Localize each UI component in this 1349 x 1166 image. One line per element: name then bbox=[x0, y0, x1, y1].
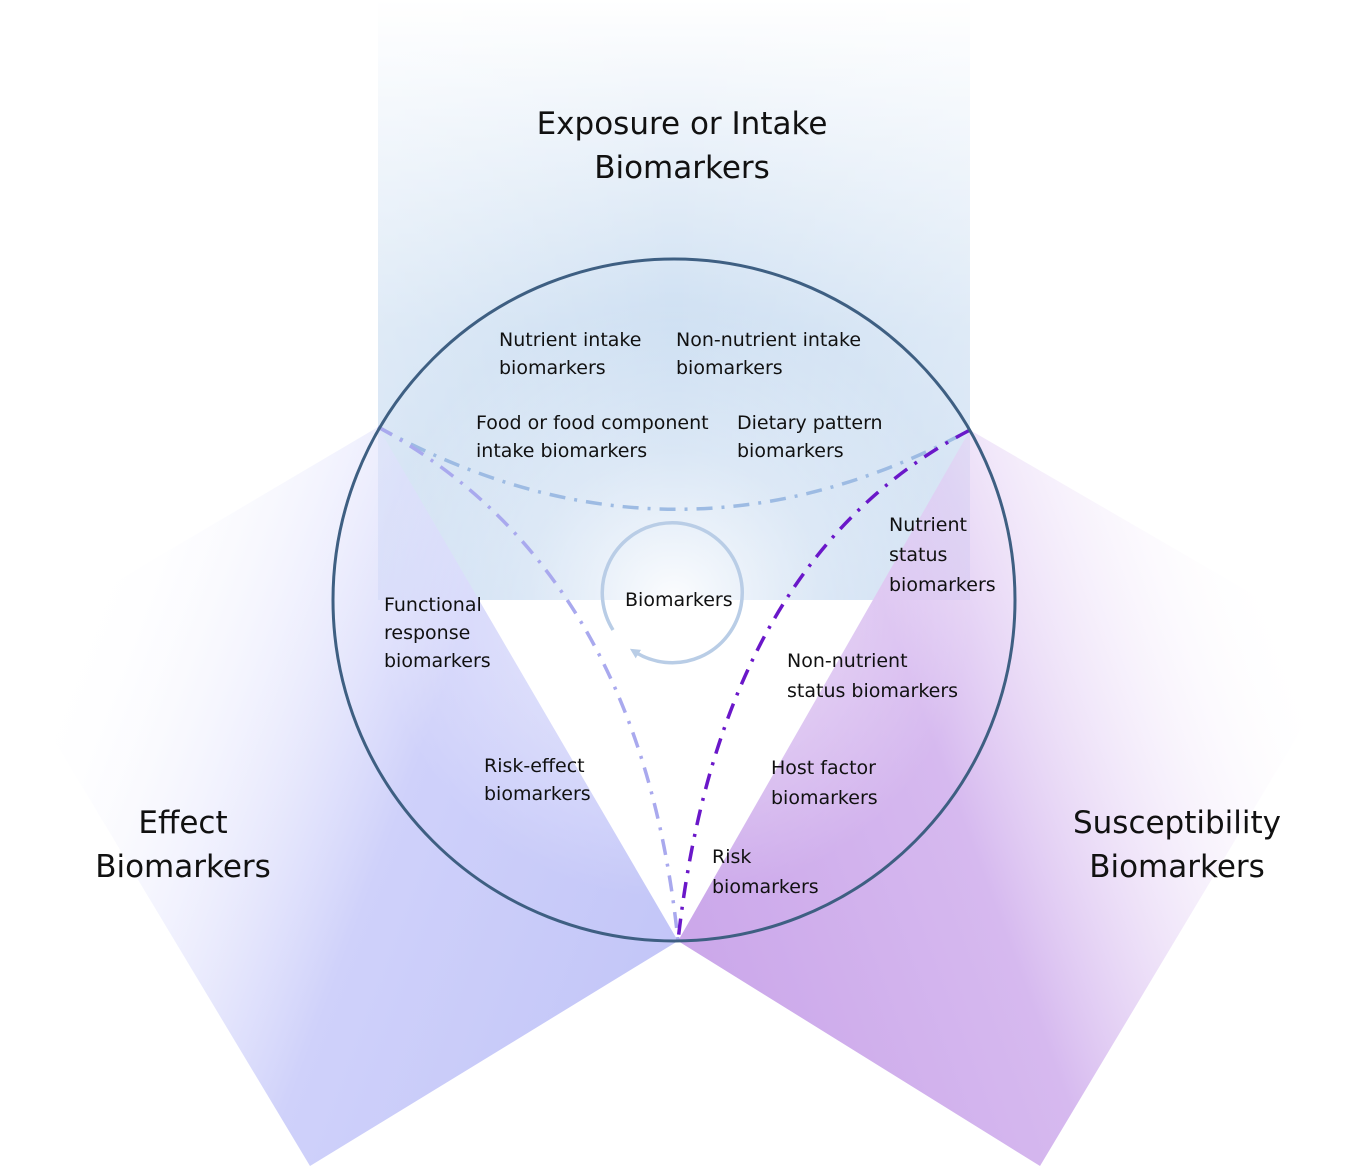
divider-effect bbox=[377, 425, 680, 942]
non-nutrient-status-label: Non-nutrient status biomarkers bbox=[787, 650, 959, 702]
outer-circle bbox=[331, 257, 1017, 943]
center-glow bbox=[374, 300, 974, 900]
food-component-intake-label: Food or food component intake biomarkers bbox=[476, 412, 709, 462]
nutrient-status-label: Nutrient status biomarkers bbox=[889, 514, 996, 596]
effect-label: Effect Biomarkers bbox=[95, 805, 271, 885]
exposure-label: Exposure or Intake Biomarkers bbox=[536, 106, 828, 186]
center-label: Biomarkers bbox=[625, 589, 733, 611]
divider-susceptibility bbox=[676, 428, 971, 942]
nutrient-intake-label: Nutrient intake biomarkers bbox=[499, 329, 642, 379]
risk-effect-label: Risk-effect biomarkers bbox=[484, 755, 591, 805]
susceptibility-band bbox=[678, 430, 1349, 1166]
non-nutrient-intake-label: Non-nutrient intake biomarkers bbox=[676, 329, 862, 379]
cycle-arrow-icon bbox=[600, 521, 744, 665]
susceptibility-label: Susceptibility Biomarkers bbox=[1072, 805, 1282, 885]
functional-response-label: Functional response biomarkers bbox=[384, 594, 491, 672]
dietary-pattern-label: Dietary pattern biomarkers bbox=[737, 412, 883, 462]
divider-exposure bbox=[377, 425, 971, 511]
host-factor-label: Host factor biomarkers bbox=[771, 757, 878, 809]
effect-band bbox=[0, 427, 678, 1166]
risk-label: Risk biomarkers bbox=[712, 846, 819, 898]
